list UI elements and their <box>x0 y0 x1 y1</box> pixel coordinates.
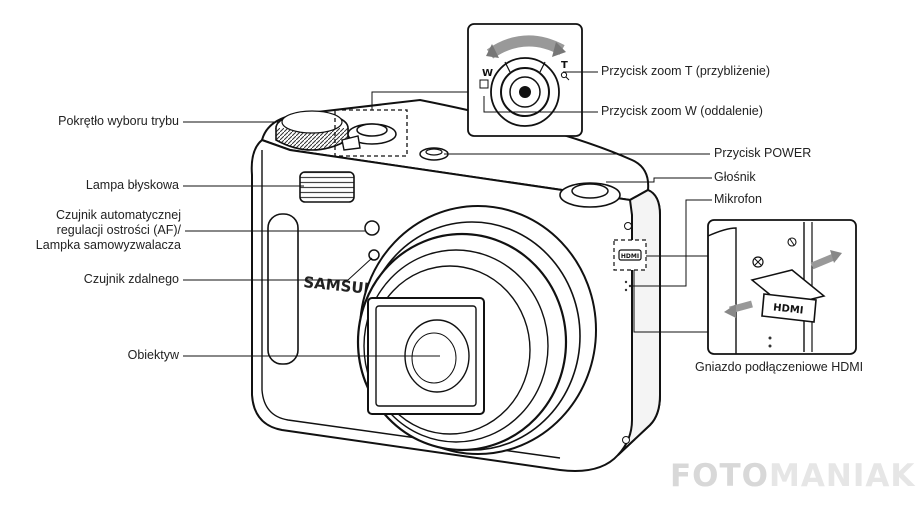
label-af-sensor-line-2: regulacji ostrości (AF)/ <box>56 223 181 237</box>
svg-text:HDMI: HDMI <box>621 253 639 260</box>
label-af-sensor-line-1: Czujnik automatycznej <box>55 208 181 222</box>
label-power: Przycisk POWER <box>714 146 812 160</box>
af-sensor <box>364 220 380 236</box>
label-remote-sensor: Czujnik zdalnego <box>83 272 179 286</box>
label-mode-dial: Pokrętło wyboru trybu <box>58 114 179 128</box>
mode-dial <box>275 110 349 151</box>
label-microphone: Mikrofon <box>714 192 762 206</box>
zoom-lever <box>341 123 397 151</box>
zoom-t-mark: T <box>561 60 568 71</box>
label-af-sensor-line-3: Lampka samowyzwalacza <box>35 238 181 252</box>
svg-text:HDMI: HDMI <box>773 302 804 316</box>
watermark: FOTOMANIAK <box>670 458 915 494</box>
label-lens: Obiektyw <box>127 348 179 362</box>
watermark-part-2: MANIAK <box>769 458 916 494</box>
label-hdmi-port: Gniazdo podłączeniowe HDMI <box>695 360 864 374</box>
zoom-w-mark: W <box>482 68 493 79</box>
speaker-holes <box>624 280 632 292</box>
shutter-button <box>559 182 621 208</box>
power-button <box>419 147 449 161</box>
watermark-part-1: FOTO <box>670 458 770 494</box>
zoom-highlight-box <box>334 109 408 157</box>
remote-sensor <box>368 249 380 261</box>
zoom-inset: W T <box>467 23 583 137</box>
label-zoom-t: Przycisk zoom T (przybliżenie) <box>601 64 771 78</box>
flash-window <box>299 171 355 203</box>
leader-lines <box>183 71 712 357</box>
side-screw-top <box>624 222 632 230</box>
hdmi-inset: HDMI <box>707 219 857 355</box>
label-flash: Lampa błyskowa <box>85 178 179 192</box>
label-af-sensor: Czujnik automatycznej regulacji ostrości… <box>36 208 181 253</box>
side-screw-bottom <box>622 436 630 444</box>
side-hdmi-port: HDMI <box>613 239 647 271</box>
grip <box>267 213 299 365</box>
label-speaker: Głośnik <box>714 170 756 184</box>
label-zoom-w: Przycisk zoom W (oddalenie) <box>601 104 763 118</box>
